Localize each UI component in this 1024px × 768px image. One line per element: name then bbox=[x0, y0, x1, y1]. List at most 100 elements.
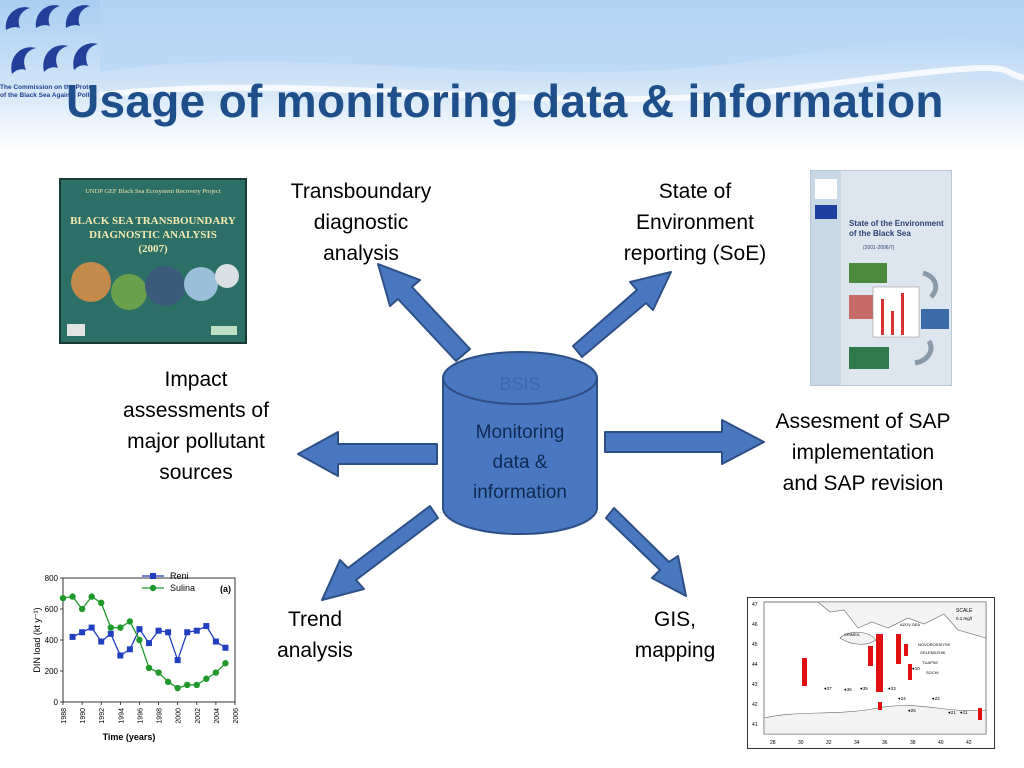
chart-x-tick-label: 2006 bbox=[233, 708, 240, 724]
soe-cover-subtitle: (2001-2006/7) bbox=[863, 245, 895, 251]
chart-point-reni bbox=[136, 626, 143, 633]
arrow-to-tda bbox=[377, 263, 471, 362]
node-soe-line-3: reporting (SoE) bbox=[623, 242, 767, 265]
map-y-tick-label: 44 bbox=[752, 662, 758, 668]
chart-point-reni bbox=[174, 657, 181, 664]
chart-point-reni bbox=[165, 629, 172, 636]
map-station-label: ●21 bbox=[948, 710, 956, 715]
chart-point-reni bbox=[98, 638, 105, 645]
map-x-tick-label: 32 bbox=[826, 740, 832, 746]
logo-caption-line-1: The Commission on the Protection bbox=[0, 84, 96, 91]
soe-cover-title-line-2: of the Black Sea bbox=[849, 229, 911, 238]
chart-point-sulina bbox=[69, 593, 76, 600]
map-place-label: CRIMEA bbox=[844, 632, 860, 637]
tda-cover-photos bbox=[67, 262, 239, 336]
node-soe-line-2: Environment bbox=[636, 211, 754, 234]
node-impact-line-4: sources bbox=[159, 461, 233, 484]
chart-point-reni bbox=[88, 624, 95, 631]
chart-series-line-sulina bbox=[62, 595, 226, 689]
map-station-label: ●35 bbox=[860, 686, 868, 691]
node-tda-line-2: diagnostic bbox=[313, 211, 409, 234]
chart-point-reni bbox=[107, 630, 114, 637]
map-y-tick-label: 41 bbox=[752, 722, 758, 728]
chart-point-reni bbox=[184, 629, 191, 636]
dolphin-logo-icon bbox=[5, 5, 98, 74]
chart-x-tick-label: 1998 bbox=[157, 708, 164, 724]
tda-report-cover: UNDP GEF Black Sea Ecosystem Recovery Pr… bbox=[59, 178, 247, 344]
center-line-3: information bbox=[473, 482, 567, 503]
node-gis-line-2: mapping bbox=[634, 639, 716, 662]
map-place-label: AZOV SEA bbox=[900, 622, 920, 627]
chart-legend-marker-reni bbox=[150, 573, 156, 579]
chart-y-tick-label: 400 bbox=[45, 636, 59, 645]
tda-cover-header: UNDP GEF Black Sea Ecosystem Recovery Pr… bbox=[85, 188, 221, 195]
chart-x-tick-label: 1992 bbox=[99, 708, 106, 724]
header-band bbox=[0, 0, 1024, 150]
map-station-label: ●24 bbox=[898, 696, 906, 701]
chart-x-tick-label: 1994 bbox=[118, 708, 125, 724]
chart-x-tick-label: 1996 bbox=[137, 708, 144, 724]
chart-point-sulina bbox=[98, 599, 105, 606]
chart-point-reni bbox=[155, 627, 162, 634]
map-station-label: ●11 bbox=[960, 710, 968, 715]
map-station-label: ●22 bbox=[932, 696, 940, 701]
chart-legend-label-sulina: Sulina bbox=[170, 583, 195, 593]
node-gis: GIS, mapping bbox=[610, 604, 740, 666]
map-y-tick-label: 46 bbox=[752, 622, 758, 628]
chart-point-sulina bbox=[107, 624, 114, 631]
map-x-tick-label: 30 bbox=[798, 740, 804, 746]
map-x-tick-label: 34 bbox=[854, 740, 860, 746]
chart-point-sulina bbox=[174, 684, 181, 692]
chart-y-tick-label: 800 bbox=[45, 574, 59, 583]
node-impact-line-2: assessments of bbox=[123, 399, 269, 422]
chart-x-tick-label: 2004 bbox=[214, 708, 221, 724]
chart-x-axis-label: Time (years) bbox=[103, 732, 156, 742]
map-scale-unit: 0.1 mg/l bbox=[956, 616, 972, 621]
arrow-to-sap bbox=[604, 419, 765, 465]
map-station-label: ●36 bbox=[844, 687, 852, 692]
map-x-tick-label: 40 bbox=[938, 740, 944, 746]
chart-point-sulina bbox=[136, 636, 143, 644]
chart-point-reni bbox=[69, 633, 76, 640]
node-tda-line-3: analysis bbox=[323, 242, 399, 265]
chart-x-tick-label: 2000 bbox=[176, 708, 183, 724]
chart-point-sulina bbox=[222, 660, 229, 667]
tda-cover-title-line-1: BLACK SEA TRANSBOUNDARY bbox=[70, 215, 236, 227]
chart-point-reni bbox=[203, 623, 210, 630]
database-cylinder-icon bbox=[442, 351, 598, 535]
tda-cover-title: BLACK SEA TRANSBOUNDARY DIAGNOSTIC ANALY… bbox=[61, 214, 245, 256]
chart-point-sulina bbox=[203, 675, 210, 682]
chart-point-reni bbox=[146, 640, 152, 647]
map-station-label: ●10 bbox=[912, 666, 920, 671]
chart-y-tick-label: 600 bbox=[45, 605, 59, 614]
node-gis-line-1: GIS, bbox=[653, 608, 696, 631]
tda-cover-title-line-3: (2007) bbox=[138, 243, 168, 255]
chart-point-sulina bbox=[155, 669, 162, 676]
chart-point-sulina bbox=[184, 681, 191, 689]
chart-point-reni bbox=[193, 627, 200, 634]
chart-x-tick-label: 1988 bbox=[61, 708, 68, 724]
chart-annotation: (a) bbox=[220, 584, 231, 594]
node-tda: Transboundary diagnostic analysis bbox=[266, 176, 456, 269]
chart-legend-marker-sulina bbox=[149, 584, 157, 592]
soe-cover-graphics bbox=[811, 171, 949, 385]
arrow-to-trend bbox=[321, 505, 439, 601]
commission-logo: The Commission on the Protection of the … bbox=[0, 0, 100, 110]
map-place-label: GELENDZHIK bbox=[920, 650, 946, 655]
logo-caption: The Commission on the Protection of the … bbox=[0, 84, 96, 100]
map-concentration-bars bbox=[802, 634, 982, 720]
tda-cover-title-line-2: DIAGNOSTIC ANALYSIS bbox=[89, 229, 217, 241]
logo-caption-line-2: of the Black Sea Against Pollution bbox=[0, 92, 96, 99]
node-sap-line-2: implementation bbox=[791, 441, 935, 464]
chart-point-reni bbox=[222, 644, 229, 651]
map-y-tick-label: 43 bbox=[752, 682, 758, 688]
arrow-to-gis bbox=[605, 507, 687, 597]
wave-decoration bbox=[99, 0, 1024, 103]
node-tda-line-1: Transboundary bbox=[290, 180, 432, 203]
node-trend: Trend analysis bbox=[250, 604, 380, 666]
arrow-to-soe bbox=[572, 271, 672, 358]
